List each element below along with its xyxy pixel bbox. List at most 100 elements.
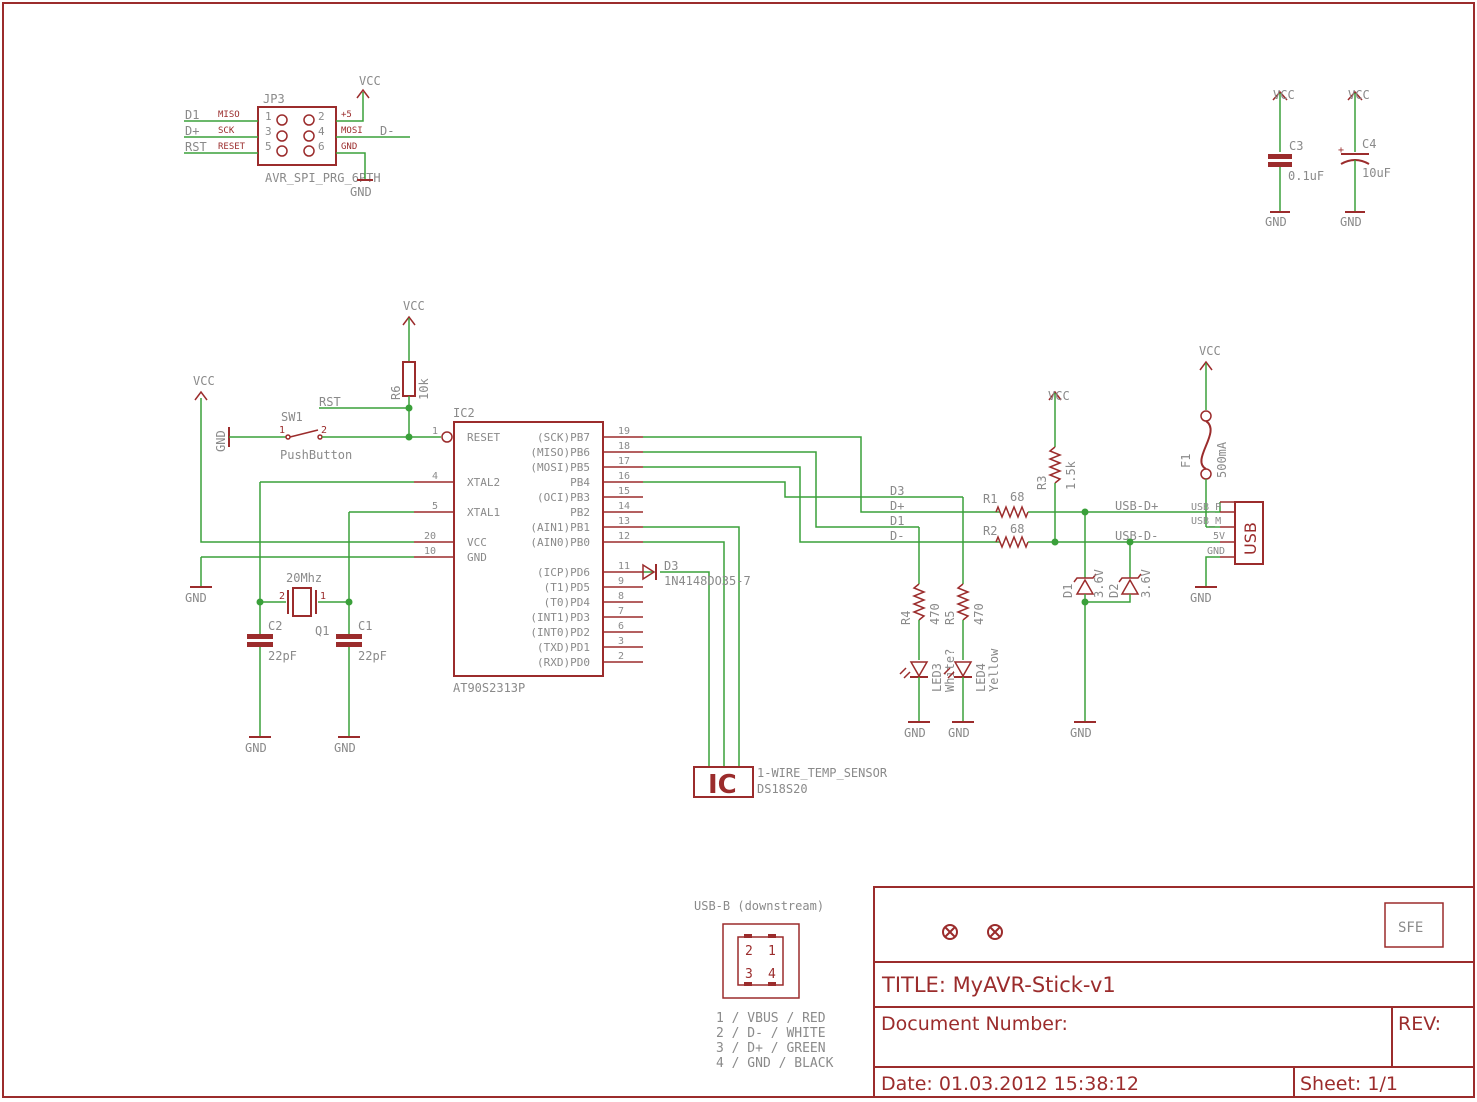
usb-label: USB xyxy=(1241,522,1260,555)
gnd-label: GND xyxy=(350,185,372,199)
gnd-symbol-jp3: GND xyxy=(350,179,373,199)
usb-b-pin: 4 xyxy=(768,967,776,982)
ic2-pin-num: 3 xyxy=(618,636,624,647)
gnd-symbol-ic2: GND xyxy=(185,586,212,605)
c3-value: 0.1uF xyxy=(1288,169,1324,183)
net-label-dplus: D+ xyxy=(185,124,199,138)
d2-name: D2 xyxy=(1107,584,1121,598)
ic2-pin-num: 16 xyxy=(618,471,630,482)
d2-value: 3.6V xyxy=(1139,569,1153,598)
gnd-label: GND xyxy=(245,741,267,755)
ic2-pin-num: 11 xyxy=(618,561,630,572)
net-label-usb-dplus: USB-D+ xyxy=(1115,499,1158,513)
sensor-name: 1-WIRE_TEMP_SENSOR xyxy=(757,766,888,780)
d1-value: 3.6V xyxy=(1092,569,1106,598)
d3-value: 1N4148DO35-7 xyxy=(664,574,751,588)
c2-value: 22pF xyxy=(268,649,297,663)
usb-b-legend: USB-B (downstream) 2 1 3 4 1 / VBUS / RE… xyxy=(694,899,834,1071)
r2-value: 68 xyxy=(1010,522,1024,536)
net-label-d1-2: D1 xyxy=(890,514,904,528)
gnd-label: GND xyxy=(948,726,970,740)
jp3-connector: JP3 1 3 5 2 4 6 MISO SCK RESET +5 MOSI G… xyxy=(218,92,381,185)
r6-resistor: VCC R6 10k xyxy=(389,299,431,437)
f1-fuse: VCC F1 500mA xyxy=(1179,344,1229,528)
sensor-value: DS18S20 xyxy=(757,782,808,796)
gnd-label: GND xyxy=(1340,215,1362,229)
d1-name: D1 xyxy=(1061,584,1075,598)
fiducial-icon xyxy=(987,924,1003,940)
sw1-name: SW1 xyxy=(281,410,303,424)
ic2-value: AT90S2313P xyxy=(453,681,525,695)
c2-capacitor: GND C2 22pF xyxy=(245,602,297,755)
r4-name: R4 xyxy=(899,611,913,625)
ic2-pin-label: (AIN0)PB0 xyxy=(530,536,590,549)
jp3-pin-2: 2 xyxy=(318,110,325,123)
ic2-pin-label: (TXD)PD1 xyxy=(537,641,590,654)
led3-name: LED3 xyxy=(930,663,944,692)
usb-b-title: USB-B (downstream) xyxy=(694,899,824,913)
ic2-pin-label: (RXD)PD0 xyxy=(537,656,590,669)
sw1-pushbutton: GND 1 2 SW1 PushButton xyxy=(214,410,441,462)
ic2-pin-label: RESET xyxy=(467,431,500,444)
c1-capacitor: GND C1 22pF xyxy=(334,602,387,755)
c4-capacitor: VCC + GND C4 10uF xyxy=(1338,88,1391,229)
r2-resistor: R2 68 xyxy=(983,522,1029,550)
usb-pin-gnd: GND xyxy=(1207,546,1225,557)
ic2-pin-num: 15 xyxy=(618,486,630,497)
ic2-pin-num: 20 xyxy=(424,531,436,542)
jp3-sig-reset: RESET xyxy=(218,142,246,152)
q1-name: Q1 xyxy=(315,624,329,638)
jp3-sig-miso: MISO xyxy=(218,110,240,120)
c4-polarity: + xyxy=(1338,145,1344,156)
ic2-pin-num: 6 xyxy=(618,621,624,632)
f1-name: F1 xyxy=(1179,454,1193,468)
led4-name: LED4 xyxy=(974,663,988,692)
usb-b-legend-line: 3 / D+ / GREEN xyxy=(716,1041,826,1056)
gnd-label: GND xyxy=(1190,591,1212,605)
date-text: Date: 01.03.2012 15:38:12 xyxy=(881,1073,1139,1095)
ic2-pin-num: 10 xyxy=(424,546,436,557)
usb-pin-5v: 5V xyxy=(1213,531,1225,542)
ic2-name: IC2 xyxy=(453,406,475,420)
r1-resistor: R1 68 xyxy=(983,490,1029,520)
c4-value: 10uF xyxy=(1362,166,1391,180)
led3-value: White? xyxy=(943,649,957,692)
ic2-pin-num: 12 xyxy=(618,531,630,542)
vcc-symbol-jp3: VCC xyxy=(356,74,381,99)
jp3-pin-3: 3 xyxy=(265,125,272,138)
ic2-microcontroller: IC2 AT90S2313P 1 RESET 4 XTAL2 5 XTAL1 2… xyxy=(414,406,643,695)
gnd-label: GND xyxy=(185,591,207,605)
ic2-pin-label: XTAL1 xyxy=(467,506,500,519)
usb-connector: USB_P USB_M 5V GND USB GND xyxy=(1190,501,1264,605)
jp3-value: AVR_SPI_PRG_6PTH xyxy=(265,171,381,185)
jp3-name: JP3 xyxy=(263,92,285,106)
ic2-pin-label: GND xyxy=(467,551,487,564)
r2-name: R2 xyxy=(983,524,997,538)
led4-value: Yellow xyxy=(987,648,1001,692)
r5-value: 470 xyxy=(972,603,986,625)
d2-zener: D2 3.6V xyxy=(1081,538,1153,606)
q1-crystal: 20Mhz Q1 2 1 xyxy=(256,571,353,638)
ic2-pin-label: (T0)PD4 xyxy=(544,596,591,609)
r3-name: R3 xyxy=(1035,476,1049,490)
jp3-pin-6: 6 xyxy=(318,140,325,153)
d1-zener: GND D1 3.6V xyxy=(1061,508,1106,740)
c2-name: C2 xyxy=(268,619,282,633)
ic2-pin-num: 4 xyxy=(432,471,438,482)
sw1-value: PushButton xyxy=(280,448,352,462)
jp3-sig-5v: +5 xyxy=(341,110,352,120)
ic2-pin-label: VCC xyxy=(467,536,487,549)
ic2-pin-label: (SCK)PB7 xyxy=(537,431,590,444)
net-label-dminus-2: D- xyxy=(890,529,904,543)
usb-b-legend-line: 2 / D- / WHITE xyxy=(716,1026,826,1041)
vcc-label: VCC xyxy=(193,374,215,388)
r6-value: 10k xyxy=(417,378,431,400)
q1-value: 20Mhz xyxy=(286,571,322,585)
usb-b-legend-line: 4 / GND / BLACK xyxy=(716,1056,834,1071)
vcc-label: VCC xyxy=(1273,88,1295,102)
sw1-pin-2: 2 xyxy=(321,425,327,436)
ic2-pin-label: (MISO)PB6 xyxy=(530,446,590,459)
r6-name: R6 xyxy=(389,386,403,400)
ic2-pin-num: 8 xyxy=(618,591,624,602)
